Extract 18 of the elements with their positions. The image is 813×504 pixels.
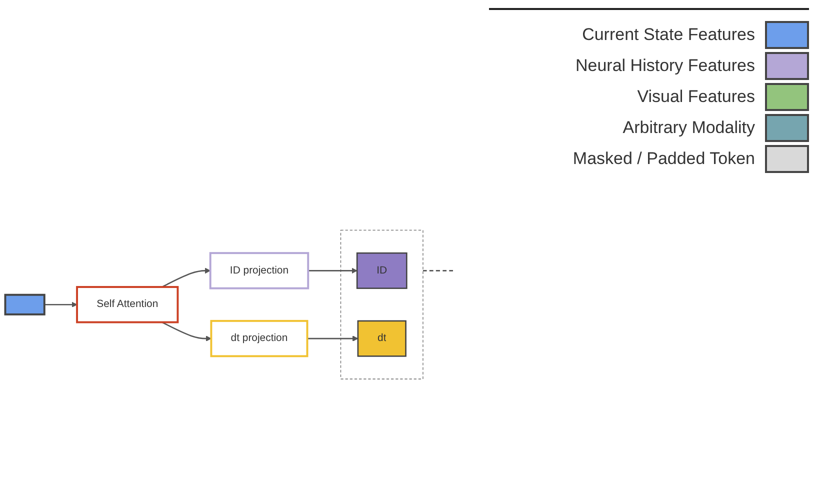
node-box <box>4 294 46 316</box>
legend-label: Current State Features <box>582 25 755 45</box>
legend-label: Masked / Padded Token <box>572 149 755 169</box>
node-box: dt projection <box>210 320 308 358</box>
cluster <box>340 230 424 380</box>
arrow <box>308 268 358 274</box>
arrow <box>44 302 78 308</box>
legend-label: Arbitrary Modality <box>622 118 755 138</box>
node-box: Self Attention <box>76 286 179 324</box>
node-box: ID projection <box>209 252 310 290</box>
node-box: dt <box>357 320 406 358</box>
arrow <box>307 336 358 342</box>
arrow <box>162 322 212 342</box>
legend-label: Visual Features <box>637 87 755 107</box>
legend-label: Neural History Features <box>575 56 755 76</box>
node-box: ID <box>356 252 408 290</box>
connector <box>422 270 456 272</box>
arrow <box>162 268 211 288</box>
